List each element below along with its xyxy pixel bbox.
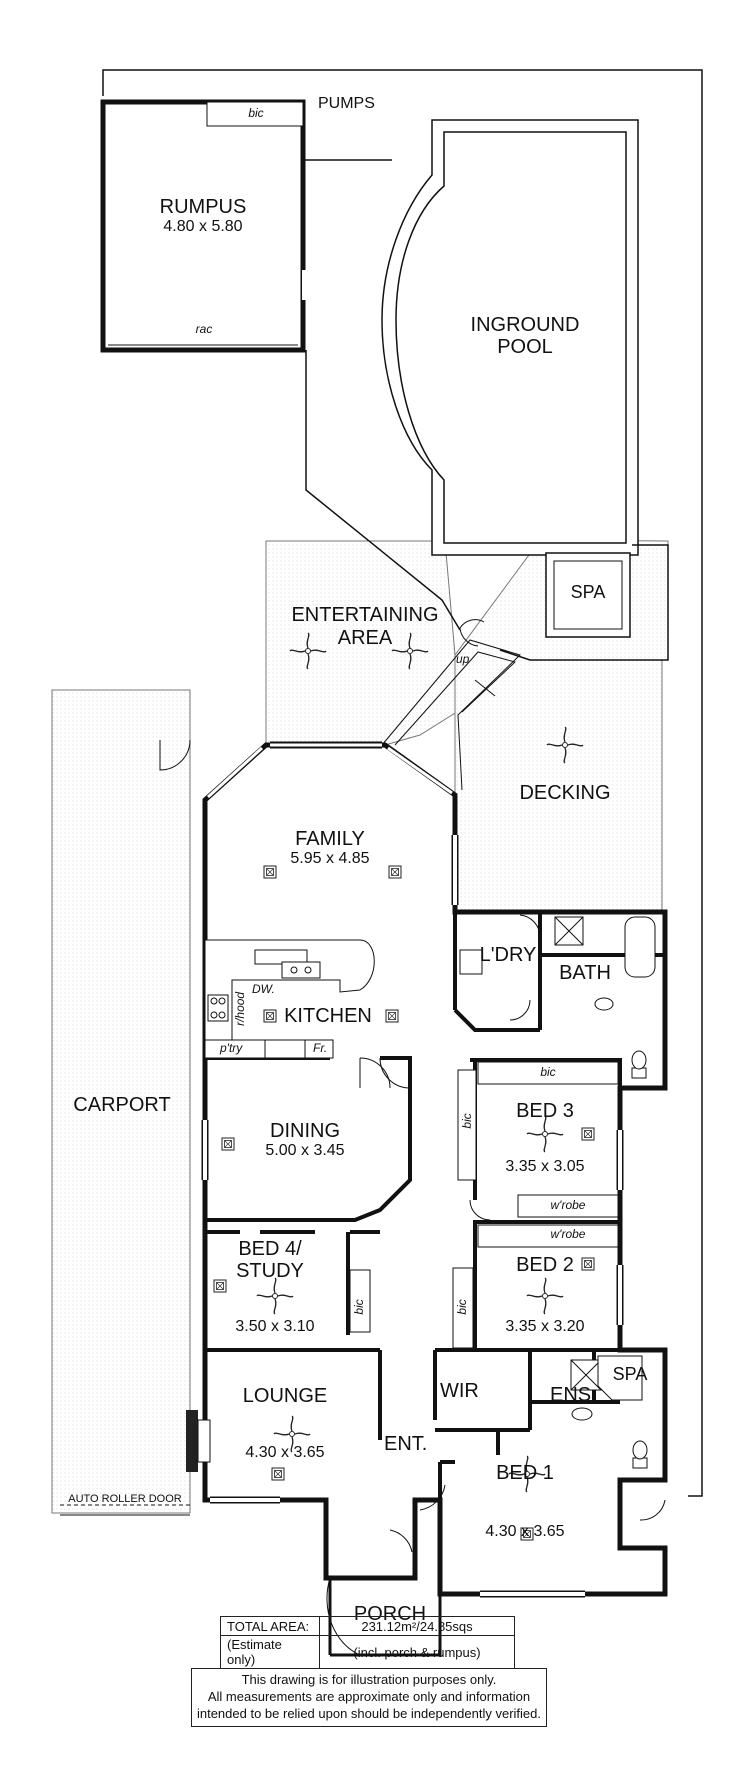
bed3-dimensions: 3.35 x 3.05 — [505, 1158, 585, 1175]
estimate-note-label: (Estimate only) — [220, 1635, 320, 1669]
rumpus-rac-label: rac — [195, 322, 213, 336]
disclaimer-box: This drawing is for illustration purpose… — [191, 1668, 547, 1727]
bed4-name-line1: BED 4/ — [238, 1238, 302, 1260]
bed4-dimensions: 3.50 x 3.10 — [235, 1318, 315, 1335]
auto-roller-door-label: AUTO ROLLER DOOR — [68, 1493, 182, 1505]
bed1-name: BED 1 — [496, 1462, 554, 1484]
ent-label: ENT. — [384, 1433, 428, 1455]
bed4-name-line2: STUDY — [236, 1260, 304, 1282]
bed2-wrobe-label: w'robe — [550, 1227, 586, 1241]
dining-dimensions: 5.00 x 3.45 — [265, 1142, 345, 1159]
disclaimer-line-3: intended to be relied upon should be ind… — [196, 1705, 542, 1721]
total-area-label: TOTAL AREA: — [220, 1616, 320, 1636]
carport-area — [51, 689, 191, 1514]
fireplace — [186, 1410, 198, 1472]
total-area-value: 231.12m²/24.85sqs — [319, 1616, 515, 1636]
dining-name: DINING — [270, 1120, 340, 1142]
family-name: FAMILY — [295, 828, 365, 850]
bed4-bic-label: bic — [352, 1299, 367, 1315]
carport-label: CARPORT — [73, 1094, 171, 1116]
bed1-dimensions: 4.30 x 3.65 — [485, 1523, 565, 1540]
ceiling-fan-icon — [256, 1277, 294, 1315]
light-icon — [581, 1127, 595, 1141]
rumpus-walls — [100, 99, 306, 353]
rangehood-label: r/hood — [233, 991, 248, 1026]
spa-ensuite-label: SPA — [612, 1364, 648, 1384]
bed2-bic-label: bic — [455, 1299, 470, 1315]
entertaining-label-line1: ENTERTAINING — [291, 604, 439, 626]
lounge-dimensions: 4.30 x 3.65 — [245, 1444, 325, 1461]
ens-label: ENS. — [550, 1384, 597, 1406]
kitchen-label: KITCHEN — [284, 1005, 372, 1027]
pool-label-line2: POOL — [497, 336, 553, 358]
lounge-name: LOUNGE — [242, 1385, 328, 1407]
table-row: TOTAL AREA: 231.12m²/24.85sqs — [220, 1616, 515, 1636]
family-dimensions: 5.95 x 4.85 — [290, 850, 370, 867]
ceiling-fan-icon — [526, 1277, 564, 1315]
laundry-label: L'DRY — [479, 944, 537, 966]
rumpus-name: RUMPUS — [159, 196, 247, 218]
bed3-wrobe-label: w'robe — [550, 1198, 586, 1212]
pumps-label: PUMPS — [318, 95, 375, 112]
disclaimer-line-2: All measurements are approximate only an… — [207, 1688, 531, 1704]
bed3-side-bic-label: bic — [460, 1113, 475, 1129]
pantry-label: p'try — [220, 1041, 243, 1055]
decking-label: DECKING — [519, 782, 611, 804]
rumpus-bic-label: bic — [248, 106, 264, 120]
light-icon — [263, 1009, 277, 1023]
entertaining-label-line2: AREA — [337, 627, 393, 649]
up-label: up — [456, 652, 470, 666]
bath-label: BATH — [559, 962, 611, 984]
light-icon — [271, 1467, 285, 1481]
table-row: (Estimate only) (incl. porch & rumpus) — [220, 1635, 515, 1669]
estimate-note-value: (incl. porch & rumpus) — [319, 1635, 515, 1669]
fridge-label: Fr. — [313, 1041, 328, 1055]
pool-label-line1: INGROUND — [470, 314, 580, 336]
light-icon — [385, 1009, 399, 1023]
disclaimer-line-1: This drawing is for illustration purpose… — [241, 1672, 497, 1687]
bed2-dimensions: 3.35 x 3.20 — [505, 1318, 585, 1335]
spa-outdoor-label: SPA — [570, 582, 606, 602]
bed3-name: BED 3 — [516, 1100, 574, 1122]
pool-inner — [395, 131, 627, 544]
bed2-name: BED 2 — [516, 1254, 574, 1276]
wir-label: WIR — [440, 1380, 479, 1402]
rumpus-dimensions: 4.80 x 5.80 — [163, 218, 243, 235]
dishwasher-label: DW. — [252, 982, 275, 996]
area-summary-table: TOTAL AREA: 231.12m²/24.85sqs (Estimate … — [220, 1616, 515, 1669]
bed3-bic-label: bic — [540, 1065, 556, 1079]
